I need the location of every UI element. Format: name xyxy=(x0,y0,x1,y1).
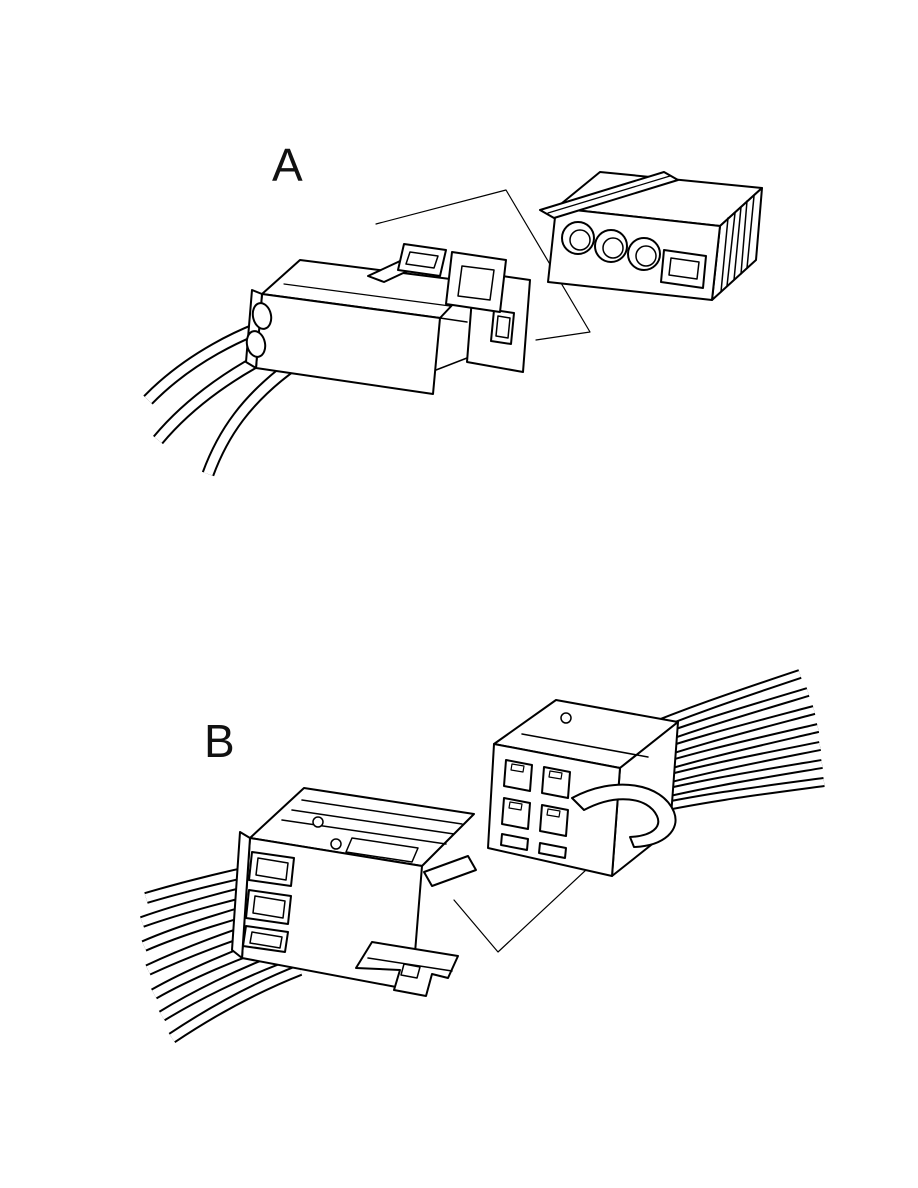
plug-a-shroud-lines xyxy=(435,317,468,371)
figure-b-label: B xyxy=(204,715,235,767)
plug-b-port xyxy=(248,851,295,887)
plug-b-port-inner xyxy=(252,895,286,919)
plug-a-top-groove xyxy=(283,283,451,307)
wire-cavity xyxy=(627,237,661,271)
wire-seal-collar xyxy=(251,302,273,330)
connector-b-receptacle xyxy=(487,669,825,877)
terminal-cavity xyxy=(500,833,529,851)
plug-a-lock-frame xyxy=(445,251,507,313)
plug-a-lock-window xyxy=(457,265,495,301)
receptacle-b-top-ridge xyxy=(521,733,649,758)
mating-guide-lines-a xyxy=(375,189,591,341)
receptacle-a-ribs xyxy=(720,195,755,293)
wire-cavity xyxy=(561,221,595,255)
plug-b-lock-clip xyxy=(355,941,459,997)
mating-guide-lines-b xyxy=(453,841,617,953)
receptacle-b-latch-strap xyxy=(571,783,677,848)
plug-a-clip-window xyxy=(405,251,439,269)
terminal-cavity xyxy=(538,842,567,859)
plug-a-end-slot-inner xyxy=(495,315,511,339)
figure-a-label: A xyxy=(272,139,303,191)
wire-cavity-inner xyxy=(569,229,591,251)
figure-b-illustration xyxy=(140,669,825,1043)
plug-b-top-grooves xyxy=(281,799,463,845)
wire-cavity-inner xyxy=(635,245,657,267)
wire-seal-collar xyxy=(245,330,267,358)
plug-a-clip xyxy=(397,243,447,277)
plug-b-port-inner xyxy=(255,857,289,881)
connector-a-receptacle xyxy=(539,171,763,301)
connector-b-plug xyxy=(140,787,477,1043)
receptacle-a-slot-inner xyxy=(668,257,700,280)
plug-b-lock-clip-notch xyxy=(400,963,421,979)
receptacle-a-slot xyxy=(660,249,707,289)
plug-b-key-wedge xyxy=(423,855,477,887)
connector-a-plug xyxy=(143,243,531,477)
terminal-cavity-tab xyxy=(546,808,561,818)
plug-b-pin xyxy=(330,838,342,850)
figure-a-illustration xyxy=(143,171,763,477)
terminal-cavity-tab xyxy=(548,770,563,780)
plug-b-latch-window xyxy=(345,837,419,863)
terminal-cavity-tab xyxy=(508,801,523,811)
receptacle-a-lock-tab-line xyxy=(547,175,671,214)
plug-b-port xyxy=(245,889,292,925)
plug-b-pin xyxy=(312,816,324,828)
plug-a-end-slot xyxy=(490,309,515,345)
plug-b-port-inner xyxy=(249,931,283,949)
terminal-cavity-tab xyxy=(510,763,525,773)
wire-cavity-inner xyxy=(602,237,624,259)
plug-b-left-edge xyxy=(231,831,251,959)
receptacle-b-pin xyxy=(560,712,572,724)
wire-cavity xyxy=(594,229,628,263)
